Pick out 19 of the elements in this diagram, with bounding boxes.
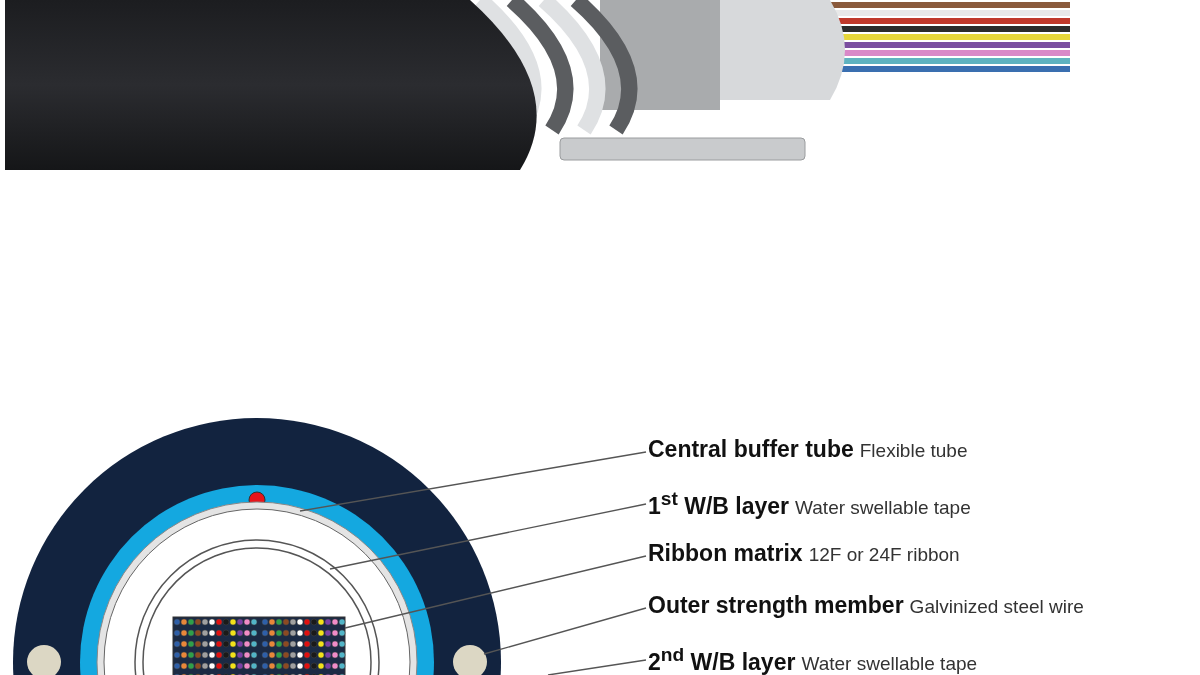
ribbon-stack <box>172 616 346 675</box>
part-description: Galvinized steel wire <box>909 596 1084 617</box>
leader-line <box>547 659 647 675</box>
part-name: Ribbon matrix <box>648 540 803 566</box>
part-description: Water swellable tape <box>795 496 971 518</box>
strength-member-rod <box>453 645 487 675</box>
part-name: 1$^{st}$ W/B layer <box>648 492 790 519</box>
part-name: 2$^{nd}$ W/B layer <box>648 648 796 675</box>
leader-line <box>483 607 647 655</box>
leader-line <box>299 451 647 512</box>
part-name: Outer strength member <box>648 592 904 618</box>
part-description: Water swellable tape <box>801 652 978 674</box>
tape-layer-ring <box>134 539 380 675</box>
leader-line <box>329 503 647 570</box>
buffer-tube <box>96 501 418 675</box>
part-description: 12F or 24F ribbon <box>808 544 960 565</box>
part-description: Flexible tube <box>859 440 968 461</box>
part-name: Central buffer tube <box>648 436 854 462</box>
leader-line <box>344 555 647 629</box>
